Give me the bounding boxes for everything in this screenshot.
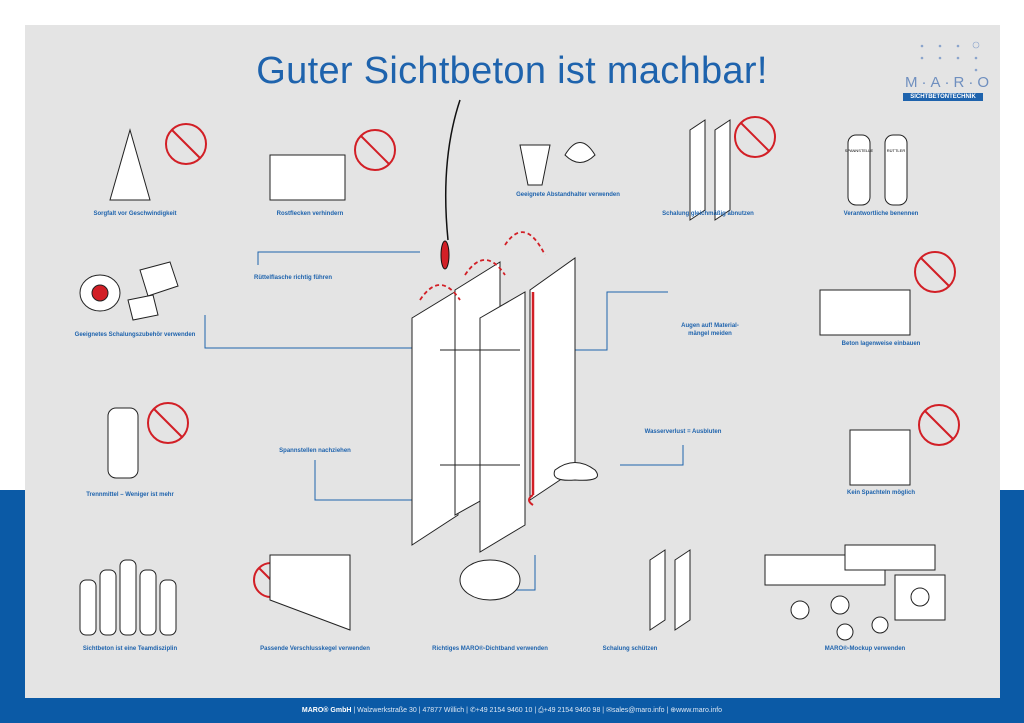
fax-icon: ⎙	[538, 707, 544, 714]
tip-label: Passende Verschlusskegel verwenden	[260, 646, 370, 652]
tip-label: Wasserverlust = Ausbluten	[644, 429, 722, 435]
sealing-hook	[528, 494, 534, 506]
tip-label: Geeignete Abstandhalter verwenden	[516, 192, 620, 198]
globe-icon: ⊕	[670, 707, 677, 714]
tip-label: mängel meiden	[688, 331, 732, 337]
callout-line	[204, 315, 430, 349]
mail-icon: ✉	[606, 707, 612, 714]
callout-line	[560, 291, 668, 351]
tip-label: Verantwortliche benennen	[843, 211, 919, 217]
tip-label: Richtiges MARO®-Dichtband verwenden	[432, 646, 548, 652]
footer-email[interactable]: sales@maro.info	[611, 707, 665, 714]
footer-fax: +49 2154 9460 98	[543, 707, 601, 714]
footer-company: MARO® GmbH	[301, 707, 352, 714]
tip-label: Trennmittel – Weniger ist mehr	[86, 492, 174, 498]
poster-title: Guter Sichtbeton ist machbar!	[256, 50, 768, 92]
phone-icon: ✆	[469, 707, 476, 714]
maro-logo: M·A·R·O SICHTBETONTECHNIK	[900, 40, 989, 102]
footer-city: 47877 Willich	[422, 707, 465, 714]
mockup-cubes	[764, 544, 936, 641]
tip-label: Rostflecken verhindern	[276, 211, 344, 217]
tip-label: Kein Spachteln möglich	[846, 490, 916, 496]
callout-line	[515, 555, 536, 591]
tip-label: Spannstellen nachziehen	[279, 448, 351, 454]
vibrator-cable	[445, 99, 461, 241]
tip-label: Augen auf! Material-	[681, 323, 739, 329]
tip-label: MARO®-Mockup verwenden	[824, 646, 906, 652]
tip-label: Schalung gleichmäßig abnutzen	[662, 211, 754, 217]
callout-line	[257, 251, 420, 265]
sketches	[79, 119, 946, 631]
tip-label: Beton lagenweise einbauen	[841, 341, 921, 347]
logo-dots-icon	[920, 41, 980, 72]
worker-label: RÜTTLER	[887, 148, 906, 153]
formwork-panels	[411, 257, 576, 553]
callout-line	[620, 445, 684, 466]
worker-label: SPANNSTELLE	[845, 148, 874, 153]
tip-label: Sichtbeton ist eine Teamdisziplin	[82, 646, 178, 652]
footer: MARO® GmbH | Walzwerkstraße 30 | 47877 W…	[0, 698, 1024, 723]
footer-address: Walzwerkstraße 30	[357, 707, 417, 714]
footer-phone[interactable]: +49 2154 9460 10	[475, 707, 533, 714]
team-figures	[79, 559, 177, 636]
tip-label: Rüttelflasche richtig führen	[253, 275, 333, 281]
vibrator-head	[440, 240, 450, 270]
tip-label: Sorgfalt vor Geschwindigkeit	[93, 211, 177, 217]
tip-label: Schalung schützen	[602, 646, 658, 652]
footer-web[interactable]: www.maro.info	[676, 707, 723, 714]
logo-brand: M·A·R·O	[905, 74, 993, 91]
logo-sub: SICHTBETONTECHNIK	[903, 93, 983, 101]
prohibition-icon	[147, 116, 960, 598]
tip-label: Geeignetes Schalungszubehör verwenden	[74, 332, 196, 338]
